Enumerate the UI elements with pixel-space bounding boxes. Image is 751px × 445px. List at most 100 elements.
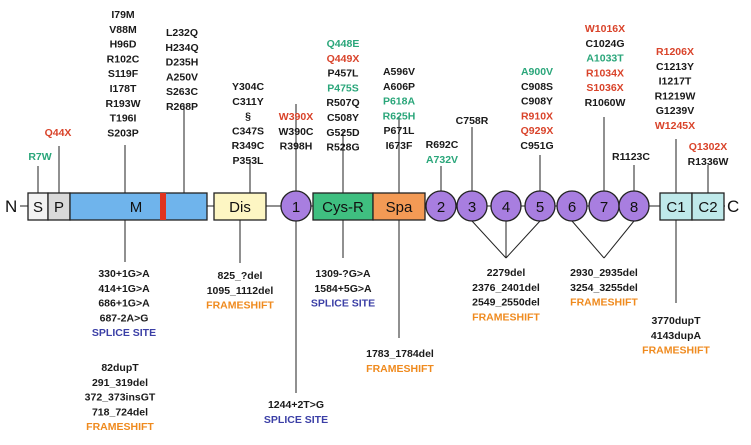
mutation-label: A606P	[383, 81, 415, 93]
mutation-label: P475S	[327, 82, 359, 94]
metalloprotease-zinc-site	[160, 193, 166, 220]
mutation-label: 2279del	[487, 267, 526, 279]
mutation-label: R692C	[426, 139, 459, 151]
mutation-label: SPLICE SITE	[92, 327, 156, 339]
mutation-label: 2549_2550del	[472, 297, 540, 309]
mutation-label: G1239V	[656, 105, 695, 117]
mutation-label: 1584+5G>A	[314, 283, 372, 295]
tsp1-repeat-6-label: 6	[568, 199, 576, 216]
mutation-label: S203P	[107, 127, 139, 139]
mutation-label: H96D	[110, 39, 137, 51]
disintegrin-domain	[213, 192, 267, 221]
tsp1-repeat-3-label: 3	[468, 199, 476, 216]
mutation-label: R1034X	[586, 67, 624, 79]
tsp1-repeat-1-label: 1	[292, 199, 300, 216]
metalloprotease-domain	[69, 192, 208, 221]
mutation-label: A900V	[521, 66, 553, 78]
mutation-label: L232Q	[166, 27, 198, 39]
mutation-label: C758R	[456, 115, 489, 127]
mutation-label: 1309-?G>A	[315, 268, 371, 280]
spacer-label: Spa	[386, 199, 413, 216]
mutation-label: C311Y	[232, 96, 264, 108]
mutation-label: 686+1G>A	[98, 298, 150, 310]
mutation-label: §	[245, 111, 251, 123]
mutation-label: 82dupT	[101, 362, 139, 374]
mutation-label: C908Y	[521, 96, 553, 108]
mutation-label: SPLICE SITE	[264, 414, 328, 426]
mutation-label: R1219W	[655, 90, 696, 102]
mutation-label: H234Q	[165, 42, 198, 54]
mutation-label: 414+1G>A	[98, 283, 150, 295]
mutation-label: Q1302X	[689, 141, 728, 153]
mutation-label: W1245X	[655, 120, 695, 132]
mutation-label: S1036X	[586, 82, 623, 94]
mutation-label: FRAMESHIFT	[570, 297, 638, 309]
mutation-labels: Q44XR7WI79MV88MH96DR102CS119FI178TR193WT…	[28, 9, 728, 433]
mutation-label: Q44X	[45, 127, 72, 139]
mutation-label: A596V	[383, 66, 415, 78]
mutation-label: P457L	[328, 68, 360, 80]
mutation-label: 330+1G>A	[98, 268, 150, 280]
mutation-label: Y304C	[232, 81, 265, 93]
c-terminus: C	[727, 197, 739, 216]
mutation-label: 825_?del	[218, 270, 263, 282]
lower-connectors	[124, 220, 677, 393]
mutation-label: SPLICE SITE	[311, 298, 375, 310]
mutation-label: T196I	[110, 113, 137, 125]
mutation-label: 372_373insGT	[85, 392, 156, 404]
mutation-label: 1244+2T>G	[268, 399, 324, 411]
upper-connectors	[37, 104, 709, 193]
mutation-label: Q449X	[327, 53, 360, 65]
mutation-label: C508Y	[327, 112, 359, 124]
mutation-label: Q448E	[327, 38, 360, 50]
mutation-label: D235H	[166, 57, 199, 69]
mutation-label: FRAMESHIFT	[206, 300, 274, 312]
cub1-label: C1	[666, 199, 685, 216]
metalloprotease-label: M	[130, 199, 143, 216]
cysteine-rich-label: Cys-R	[322, 199, 364, 216]
mutation-label: A732V	[426, 154, 458, 166]
mutation-label: C347S	[232, 125, 264, 137]
mutation-label: FRAMESHIFT	[366, 363, 434, 375]
mutation-label: 1095_1112del	[207, 285, 274, 297]
mutation-label: P671L	[384, 125, 416, 137]
mutation-label: P353L	[233, 155, 265, 167]
mutation-label: P618A	[383, 96, 416, 108]
mutation-label: R349C	[232, 140, 265, 152]
mutation-label: FRAMESHIFT	[86, 421, 154, 433]
mutation-label: C1024G	[585, 38, 624, 50]
mutation-label: R910X	[521, 110, 553, 122]
mutation-label: V88M	[109, 24, 137, 36]
mutation-label: R102C	[107, 53, 140, 65]
mutation-label: 1783_1784del	[366, 348, 434, 360]
tsp1-repeat-2-label: 2	[437, 199, 445, 216]
mutation-label: R268P	[166, 101, 198, 113]
propeptide-label: P	[54, 199, 64, 216]
mutation-label: S263C	[166, 86, 199, 98]
mutation-label: R1336W	[688, 156, 729, 168]
mutation-label: I178T	[110, 83, 137, 95]
mutation-label: I79M	[111, 9, 135, 21]
mutation-label: FRAMESHIFT	[472, 311, 540, 323]
mutation-label: 4143dupA	[651, 330, 702, 342]
tsp1-repeat-4-label: 4	[502, 199, 510, 216]
mutation-label: 687-2A>G	[100, 312, 149, 324]
tsp1-repeat-5-label: 5	[536, 199, 544, 216]
mutation-label: R193W	[105, 98, 140, 110]
signal-peptide-label: S	[33, 199, 43, 216]
mutation-label: 2930_2935del	[570, 267, 638, 279]
n-terminus: N	[5, 197, 17, 216]
tsp1-repeat-7-label: 7	[600, 199, 608, 216]
mutation-label: 2376_2401del	[472, 282, 540, 294]
mutation-label: 3770dupT	[651, 315, 701, 327]
mutation-label: R625H	[383, 110, 416, 122]
mutation-label: G525D	[326, 127, 360, 139]
mutation-label: 291_319del	[92, 377, 148, 389]
mutation-label: Q929X	[521, 125, 554, 137]
mutation-label: R1123C	[612, 151, 650, 163]
mutation-label: A250V	[166, 71, 198, 83]
mutation-label: I1217T	[659, 76, 692, 88]
mutation-label: R507Q	[326, 97, 359, 109]
mutation-label: 718_724del	[92, 406, 148, 418]
mutation-label: S119F	[108, 68, 139, 80]
